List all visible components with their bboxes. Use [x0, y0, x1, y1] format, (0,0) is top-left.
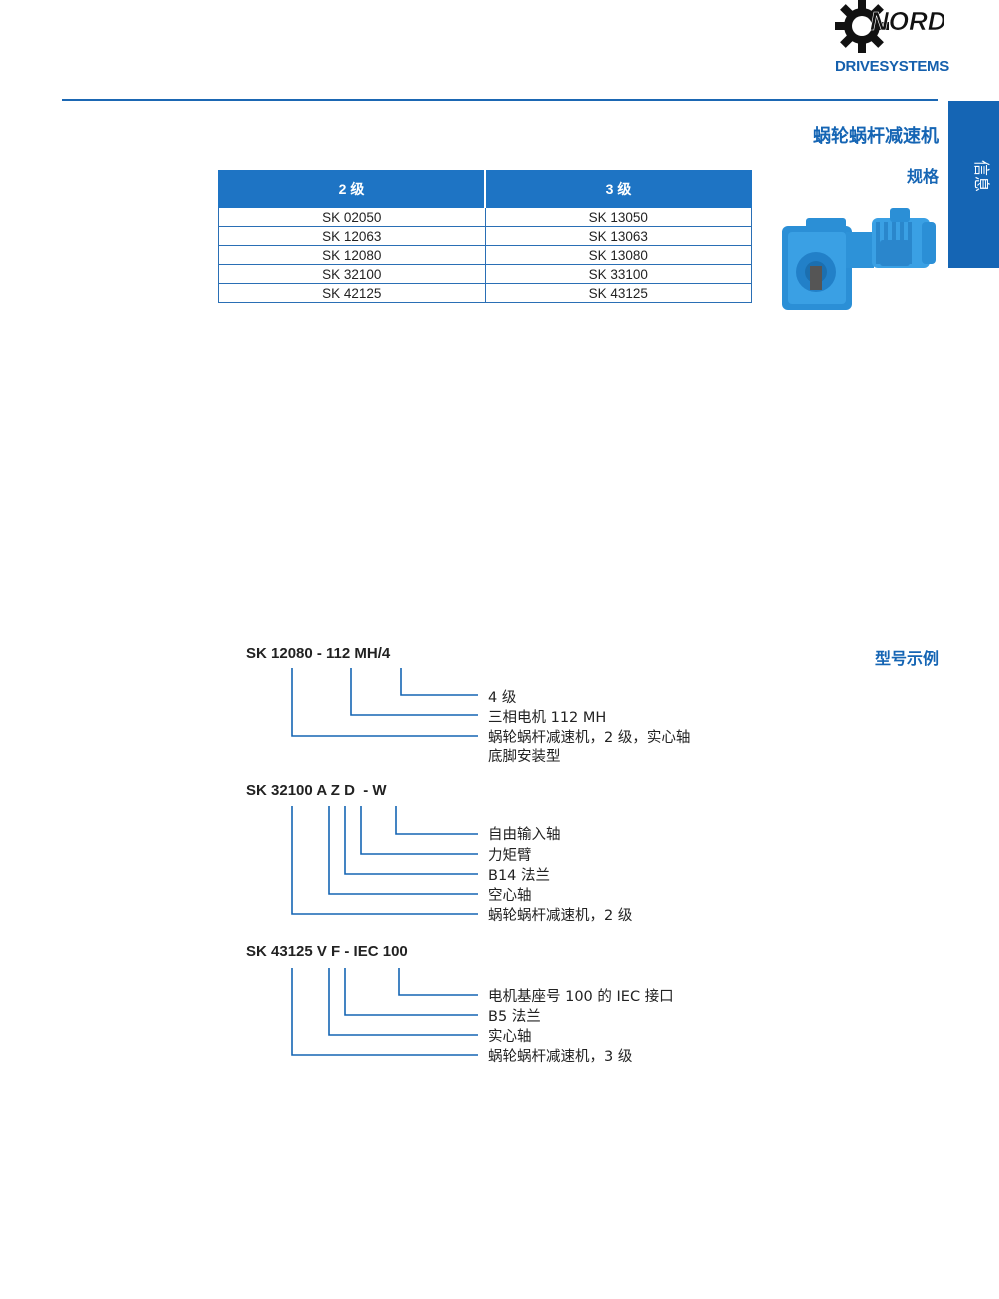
example-description: 力矩臂	[488, 848, 532, 864]
table-row: SK 12063 SK 13063	[218, 226, 752, 246]
example-description: B5 法兰	[488, 1009, 541, 1025]
leader-line	[291, 968, 478, 1056]
example-description: B14 法兰	[488, 868, 551, 884]
example-description: 实心轴	[488, 1029, 532, 1045]
leader-line	[328, 806, 478, 895]
example-description: 空心轴	[488, 888, 532, 904]
leader-line	[400, 668, 478, 696]
example-description: 蜗轮蜗杆减速机，2 级，实心轴	[488, 730, 691, 746]
page-title: 蜗轮蜗杆减速机	[813, 126, 939, 147]
leader-line	[398, 968, 478, 996]
table-row: SK 12080 SK 13080	[218, 245, 752, 265]
leader-line	[291, 668, 478, 737]
example-description: 底脚安装型	[488, 749, 561, 765]
example-description: 蜗轮蜗杆减速机，2 级	[488, 908, 633, 924]
column-header: 2 级	[218, 170, 486, 208]
table-row: SK 02050 SK 13050	[218, 207, 752, 227]
logo-wordmark: NORD	[870, 6, 944, 36]
leader-line	[328, 968, 478, 1036]
table-cell: SK 33100	[484, 264, 752, 284]
table-cell: SK 43125	[484, 283, 752, 303]
logo-tagline: DRIVESYSTEMS	[835, 58, 949, 75]
example-description: 自由输入轴	[488, 827, 561, 843]
example-code: SK 12080 - 112 MH/4	[246, 645, 391, 662]
table-header-row: 2 级 3 级	[218, 170, 752, 208]
gear-icon: NORD	[835, 0, 947, 53]
column-header: 3 级	[484, 170, 752, 208]
leader-line	[395, 806, 478, 835]
example-description: 三相电机 112 MH	[488, 710, 607, 726]
nord-logo: NORD	[832, 0, 947, 80]
example-description: 4 级	[488, 690, 517, 706]
leader-line	[344, 968, 478, 1016]
spec-table: 2 级 3 级 SK 02050 SK 13050 SK 12063 SK 13…	[218, 170, 752, 303]
gearmotor-image	[782, 208, 936, 310]
leader-line	[291, 806, 478, 915]
table-cell: SK 42125	[218, 283, 486, 303]
example-description: 电机基座号 100 的 IEC 接口	[488, 989, 674, 1005]
leader-line	[350, 668, 478, 716]
table-cell: SK 12080	[218, 245, 486, 265]
table-row: SK 32100 SK 33100	[218, 264, 752, 284]
example-description: 蜗轮蜗杆减速机，3 级	[488, 1049, 633, 1065]
table-cell: SK 12063	[218, 226, 486, 246]
example-code: SK 32100 A Z D - W	[246, 782, 387, 799]
side-tab[interactable]	[948, 101, 999, 268]
leader-line	[344, 806, 478, 875]
header-divider	[62, 99, 938, 101]
side-tab-label: 信息	[972, 160, 991, 193]
section-label-examples: 型号示例	[874, 649, 939, 668]
leader-line	[360, 806, 478, 855]
table-cell: SK 13063	[484, 226, 752, 246]
table-row: SK 42125 SK 43125	[218, 283, 752, 303]
example-code: SK 43125 V F - IEC 100	[246, 943, 408, 960]
section-label-spec: 规格	[906, 167, 939, 186]
